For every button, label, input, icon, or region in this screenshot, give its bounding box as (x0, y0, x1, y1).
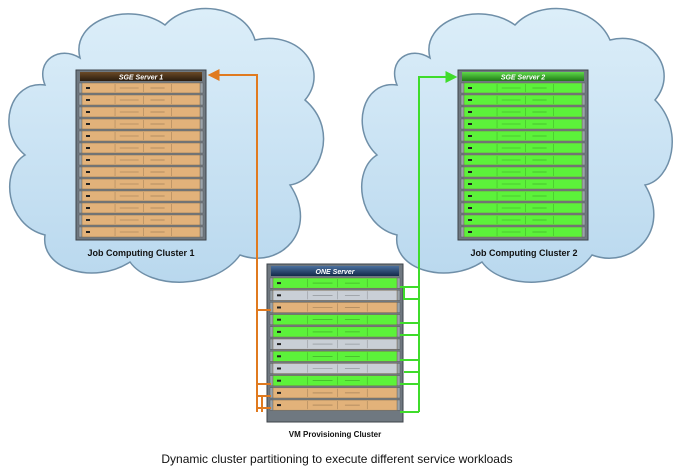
server-node-right (460, 202, 586, 214)
server-node-right (460, 226, 586, 238)
server-node-left (78, 226, 204, 238)
server-node-right (460, 130, 586, 142)
rack-header-right (462, 72, 584, 81)
server-node-left (78, 142, 204, 154)
orange-trunk (207, 69, 258, 412)
server-node-left (78, 118, 204, 130)
server-node-right (460, 142, 586, 154)
server-node-left (78, 154, 204, 166)
server-node-right (460, 106, 586, 118)
green-stub-a (403, 287, 419, 300)
vm-node (269, 350, 401, 362)
server-node-right (460, 166, 586, 178)
server-node-left (78, 190, 204, 202)
sge-server-2-label: SGE Server 2 (501, 75, 545, 82)
orange-connectors (207, 69, 271, 412)
cluster-2-label: Job Computing Cluster 2 (470, 248, 577, 258)
sge-server-1-label: SGE Server 1 (119, 75, 163, 82)
rack-header-center (271, 266, 399, 276)
server-node-left (78, 214, 204, 226)
vm-node (269, 314, 401, 326)
one-server-label: ONE Server (316, 269, 356, 276)
green-trunk (418, 71, 458, 412)
vm-node (269, 387, 401, 399)
rack-sge-server-2: SGE Server 2 (457, 69, 589, 241)
vm-cluster-label: VM Provisioning Cluster (289, 430, 381, 439)
rack-one-server: ONE Server (266, 263, 404, 423)
server-node-right (460, 94, 586, 106)
server-node-left (78, 82, 204, 94)
server-node-right (460, 190, 586, 202)
vm-node (269, 399, 401, 411)
server-node-right (460, 118, 586, 130)
vm-node (269, 277, 401, 289)
vm-node (269, 302, 401, 313)
vm-node (269, 338, 401, 350)
figure-caption: Dynamic cluster partitioning to execute … (161, 452, 512, 466)
rack-header-left (80, 72, 202, 81)
rack-sge-server-1: SGE Server 1 (75, 69, 207, 241)
green-connectors (400, 71, 458, 413)
server-node-left (78, 178, 204, 190)
cluster-1-label: Job Computing Cluster 1 (87, 248, 194, 258)
server-node-right (460, 178, 586, 190)
server-node-left (78, 166, 204, 178)
server-node-left (78, 202, 204, 214)
server-node-right (460, 214, 586, 226)
server-node-left (78, 94, 204, 106)
server-node-right (460, 154, 586, 166)
vm-node (269, 326, 401, 338)
server-node-left (78, 106, 204, 118)
vm-node (269, 363, 401, 374)
server-node-right (460, 82, 586, 94)
server-node-left (78, 130, 204, 142)
vm-node (269, 289, 401, 301)
vm-node (269, 375, 401, 387)
